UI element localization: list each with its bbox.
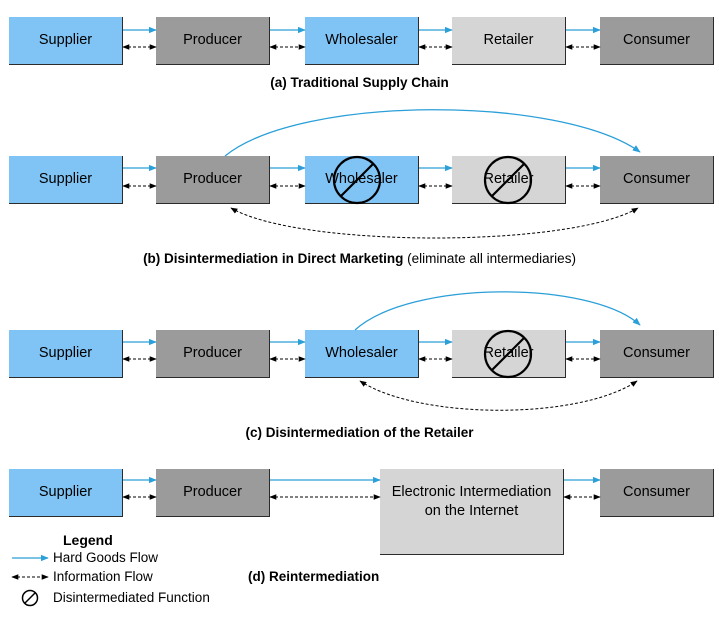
node-consumer-d: Consumer xyxy=(600,469,714,517)
node-consumer-a: Consumer xyxy=(600,17,714,65)
node-supplier-b: Supplier xyxy=(9,156,123,204)
row-a-arrows xyxy=(122,26,601,50)
caption-b: (b) Disintermediation in Direct Marketin… xyxy=(0,251,719,266)
caption-d: (d) Reintermediation xyxy=(248,569,380,584)
caption-a: (a) Traditional Supply Chain xyxy=(270,75,449,90)
direct-hard-goods-arc xyxy=(354,291,641,331)
row-b-arrows xyxy=(122,109,641,239)
electronic-line-2: on the Internet xyxy=(424,503,519,519)
node-electronic-intermediation: Electronic Intermediation on the Internet xyxy=(380,469,564,555)
caption-b-normal: (eliminate all intermediaries) xyxy=(407,251,576,266)
row-d-arrows xyxy=(122,476,601,500)
node-consumer-b: Consumer xyxy=(600,156,714,204)
node-producer-c: Producer xyxy=(156,330,270,378)
node-retailer-c: Retailer xyxy=(452,330,566,378)
node-consumer-c: Consumer xyxy=(600,330,714,378)
node-producer-b: Producer xyxy=(156,156,270,204)
node-retailer-a: Retailer xyxy=(452,17,566,65)
caption-b-bold: (b) Disintermediation in Direct Marketin… xyxy=(143,251,404,266)
no-symbol-icon xyxy=(483,329,533,379)
legend-disintermediated-label: Disintermediated Function xyxy=(53,590,210,605)
no-symbol-icon xyxy=(332,155,382,205)
node-producer-a: Producer xyxy=(156,17,270,65)
node-supplier-c: Supplier xyxy=(9,330,123,378)
legend-information-label: Information Flow xyxy=(53,569,153,584)
no-symbol-icon xyxy=(483,155,533,205)
legend-symbols xyxy=(11,554,49,607)
legend-hard-goods-label: Hard Goods Flow xyxy=(53,550,159,565)
legend-title: Legend xyxy=(63,532,113,548)
electronic-line-1: Electronic Intermediation xyxy=(391,484,552,500)
row-c-arrows xyxy=(122,291,641,411)
direct-information-arc xyxy=(230,207,639,239)
node-supplier-a: Supplier xyxy=(9,17,123,65)
direct-hard-goods-arc xyxy=(224,109,641,157)
node-producer-d: Producer xyxy=(156,469,270,517)
caption-c: (c) Disintermediation of the Retailer xyxy=(245,425,474,440)
direct-information-arc xyxy=(359,380,638,411)
node-wholesaler-a: Wholesaler xyxy=(305,17,419,65)
node-wholesaler-c: Wholesaler xyxy=(305,330,419,378)
node-wholesaler-b: Wholesaler xyxy=(305,156,419,204)
legend-no-symbol-icon xyxy=(21,589,39,607)
node-supplier-d: Supplier xyxy=(9,469,123,517)
